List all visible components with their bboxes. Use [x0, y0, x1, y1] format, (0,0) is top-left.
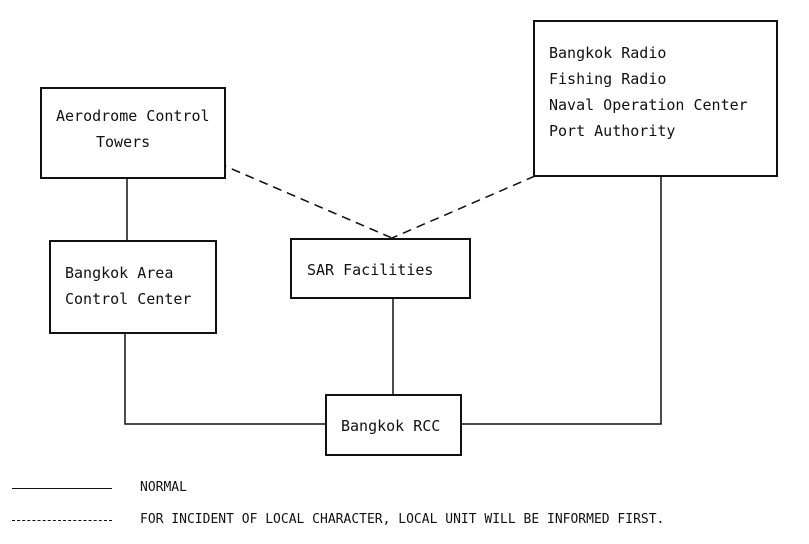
acc-line-1: Bangkok Area — [65, 264, 174, 282]
legend-local-label: FOR INCIDENT OF LOCAL CHARACTER, LOCAL U… — [140, 512, 665, 527]
dashed-radio-to-sar — [391, 175, 536, 239]
radio-group-box: Bangkok Radio Fishing Radio Naval Operat… — [533, 20, 778, 177]
radio-line-1: Bangkok Radio — [549, 44, 667, 62]
bangkok-rcc-box: Bangkok RCC — [325, 394, 462, 456]
sar-facilities-box: SAR Facilities — [290, 238, 471, 299]
acc-line-2: Control Center — [65, 290, 192, 308]
rcc-line-1: Bangkok RCC — [341, 417, 441, 435]
aerodrome-control-towers-box: Aerodrome Control Towers — [40, 87, 226, 179]
legend-solid-line-sample — [12, 488, 112, 489]
link-radio-to-rcc — [462, 176, 662, 425]
dashed-aerodrome-to-sar — [217, 162, 393, 239]
link-acc-to-rcc — [124, 334, 325, 425]
legend-dashed-line-sample — [12, 520, 112, 521]
legend-normal-label: NORMAL — [140, 480, 187, 495]
radio-line-3: Naval Operation Center — [549, 96, 748, 114]
radio-line-2: Fishing Radio — [549, 70, 667, 88]
aerodrome-line-2: Towers — [96, 133, 151, 151]
aerodrome-line-1: Aerodrome Control — [56, 107, 210, 125]
sar-line-1: SAR Facilities — [307, 261, 434, 279]
radio-line-4: Port Authority — [549, 122, 676, 140]
bangkok-area-control-center-box: Bangkok Area Control Center — [49, 240, 217, 334]
